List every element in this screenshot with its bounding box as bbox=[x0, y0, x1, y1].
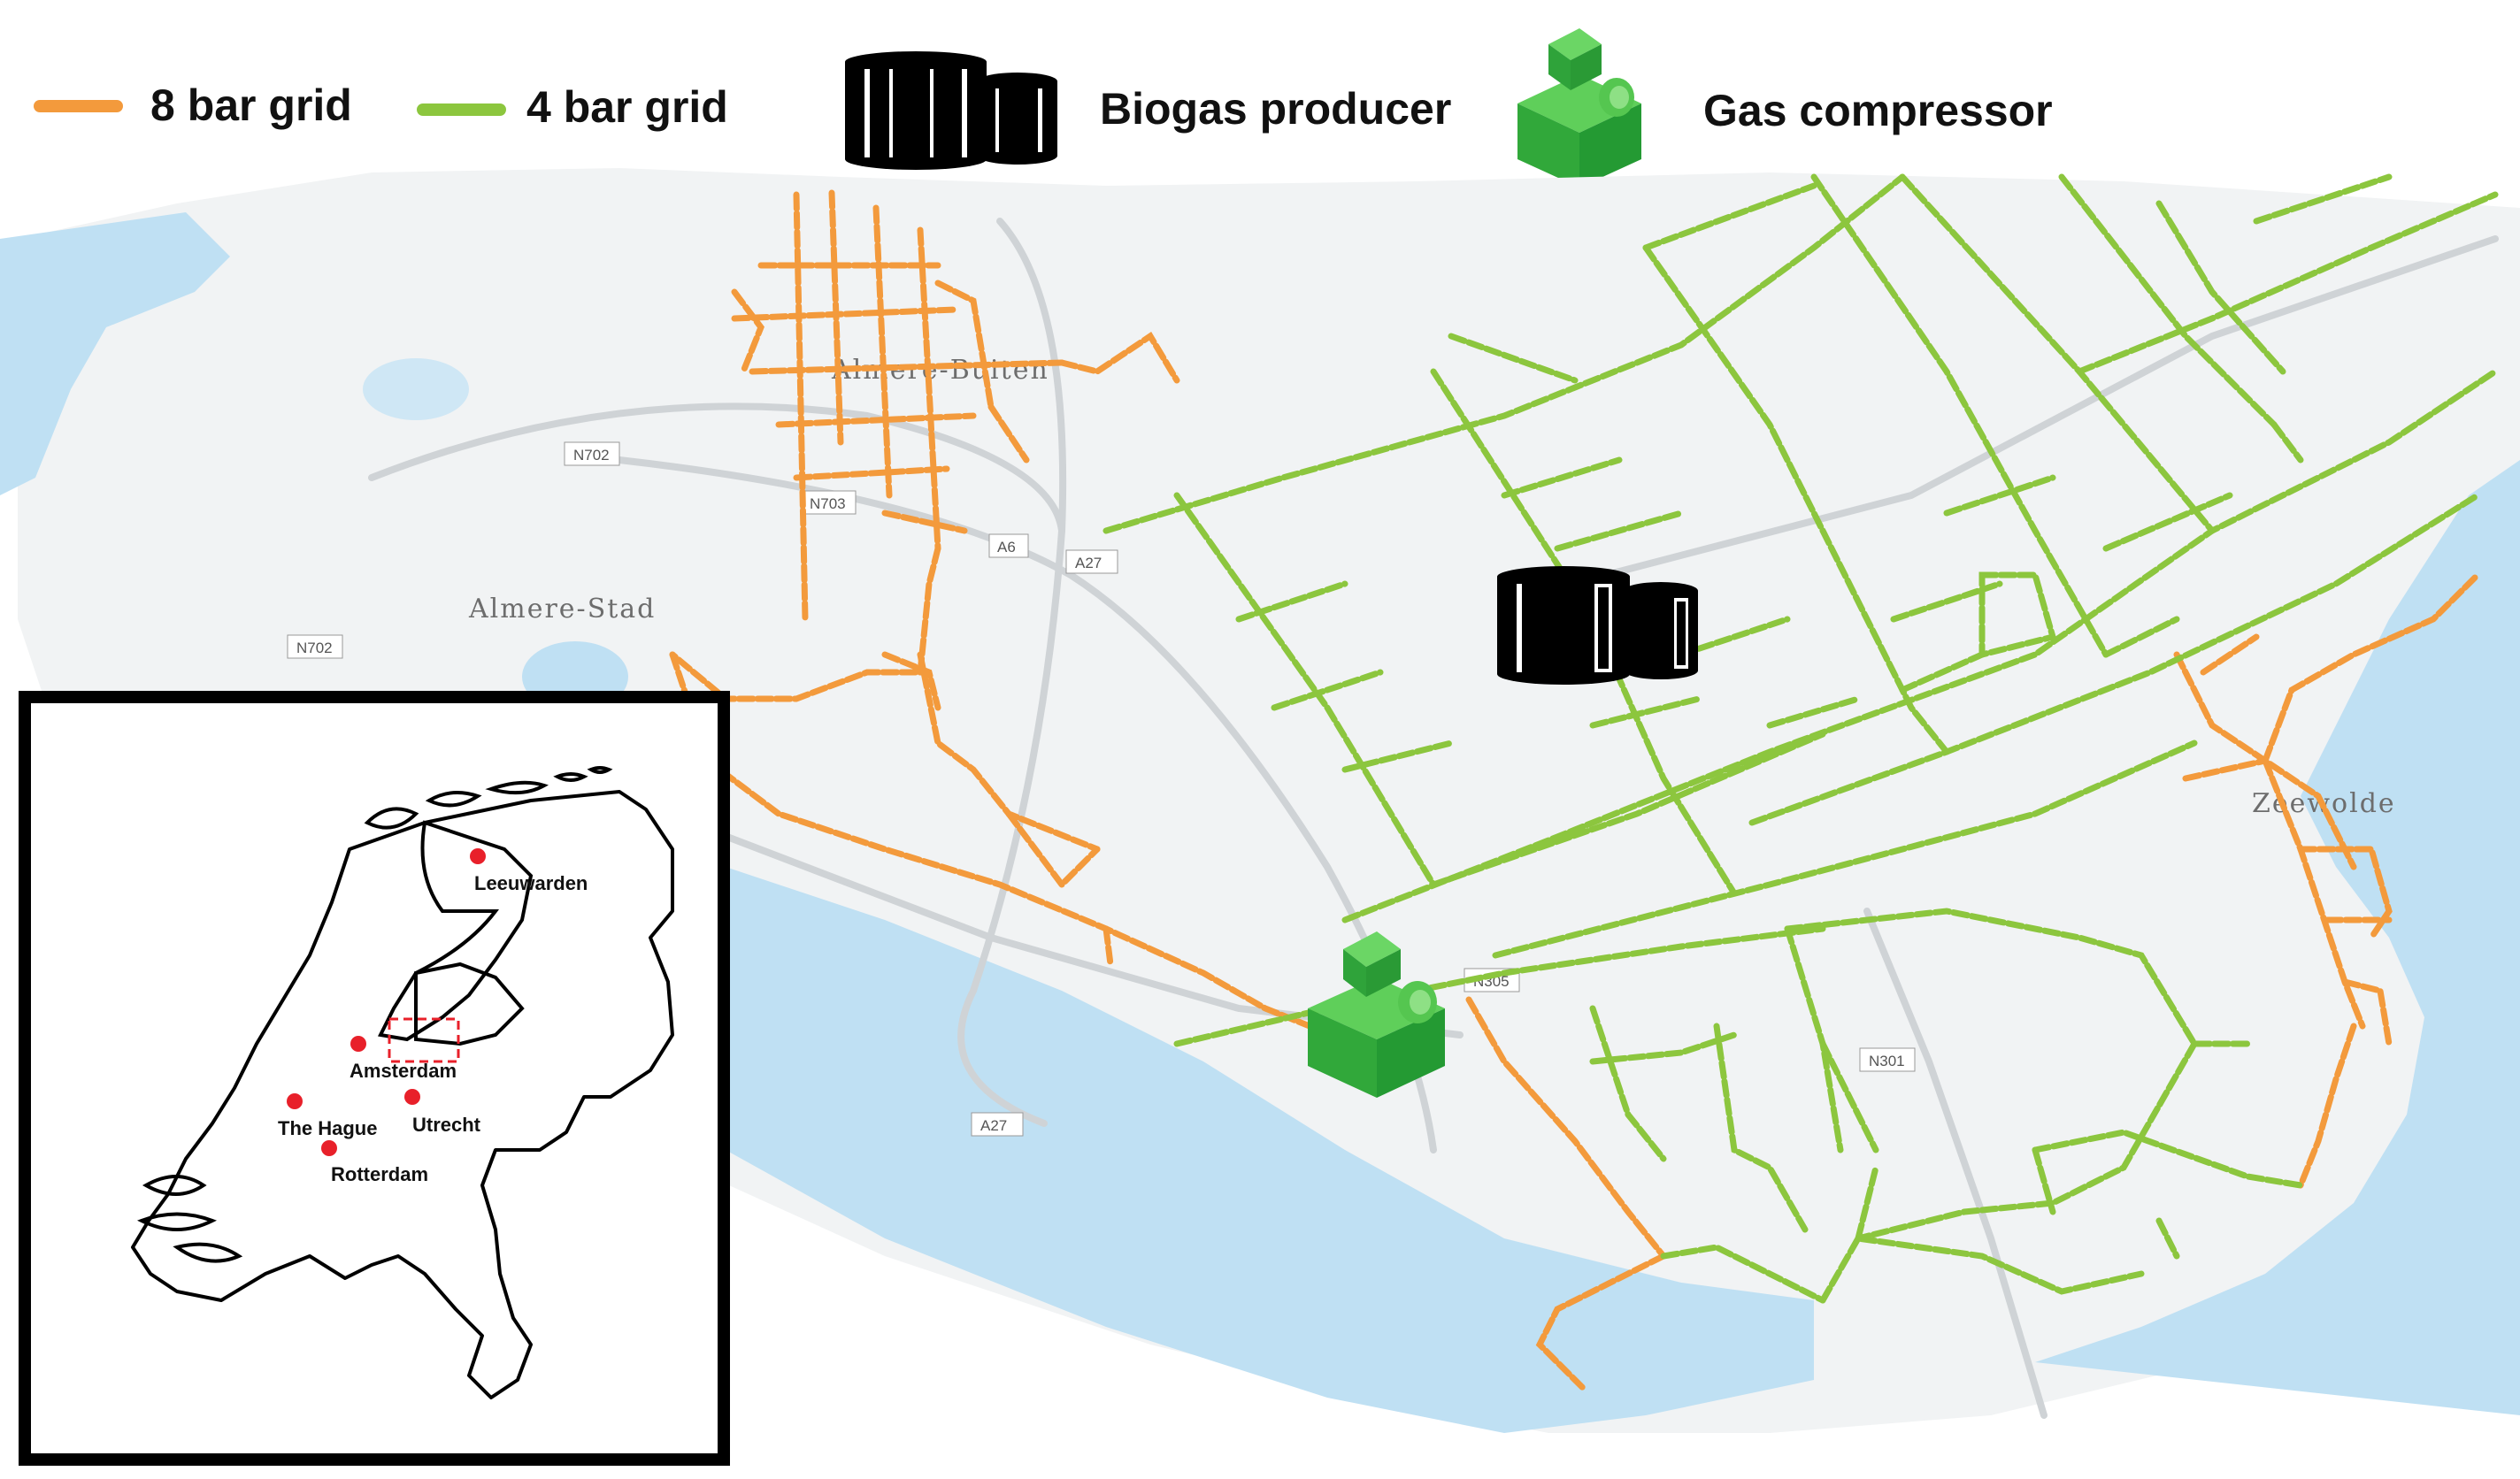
legend-compressor-label: Gas compressor bbox=[1703, 86, 2053, 135]
biogas-producer-marker bbox=[1497, 566, 1698, 685]
biogas-tank-icon bbox=[845, 51, 1057, 170]
legend: 8 bar grid 4 bar grid Biogas producer bbox=[34, 28, 2053, 188]
city-label-leeuwarden: Leeuwarden bbox=[474, 872, 588, 894]
water-south bbox=[726, 867, 1814, 1433]
grid-4bar-network bbox=[1102, 173, 2499, 1304]
water-north bbox=[0, 212, 230, 495]
city-marker-rotterdam bbox=[321, 1140, 337, 1156]
road-n301 bbox=[1863, 908, 2048, 1419]
road-shield-a27-bottom: A27 bbox=[971, 1112, 1024, 1137]
svg-text:A6: A6 bbox=[997, 539, 1016, 556]
svg-text:N301: N301 bbox=[1869, 1053, 1905, 1069]
wadden-islands bbox=[364, 766, 613, 830]
legend-8bar-label: 8 bar grid bbox=[150, 80, 352, 130]
road-shield-n702-a: N702 bbox=[564, 441, 620, 466]
city-label-the-hague: The Hague bbox=[278, 1117, 377, 1139]
city-marker-leeuwarden bbox=[470, 848, 486, 864]
netherlands-inset: Leeuwarden Amsterdam The Hague Utrecht R… bbox=[19, 691, 730, 1466]
road-shield-a6: A6 bbox=[988, 533, 1029, 558]
road-shield-n703: N703 bbox=[800, 490, 857, 515]
legend-biogas-label: Biogas producer bbox=[1100, 84, 1451, 134]
road-a27 bbox=[957, 218, 1067, 1127]
road-ring bbox=[368, 402, 1065, 534]
city-label-utrecht: Utrecht bbox=[412, 1114, 481, 1136]
svg-text:N702: N702 bbox=[296, 640, 333, 656]
svg-text:N702: N702 bbox=[573, 447, 610, 464]
gas-compressor-marker bbox=[1308, 931, 1445, 1098]
lake-noorderplassen bbox=[363, 358, 469, 420]
svg-text:A27: A27 bbox=[1075, 555, 1102, 571]
svg-text:A27: A27 bbox=[980, 1117, 1007, 1134]
svg-text:N703: N703 bbox=[810, 495, 846, 512]
road-diagonal bbox=[1501, 235, 2499, 605]
road-shield-n301: N301 bbox=[1859, 1047, 1916, 1072]
flevoland-outline bbox=[414, 962, 525, 1046]
legend-4bar-label: 4 bar grid bbox=[526, 82, 728, 132]
water-east bbox=[2035, 460, 2520, 1415]
city-marker-amsterdam bbox=[350, 1036, 366, 1052]
place-almere-stad: Almere-Stad bbox=[468, 594, 656, 625]
city-marker-utrecht bbox=[404, 1089, 420, 1105]
ijsselmeer-outline bbox=[378, 820, 534, 1042]
road-shield-a27-top: A27 bbox=[1065, 549, 1118, 574]
zeeland-islands bbox=[136, 1175, 243, 1263]
gas-compressor-icon bbox=[1517, 28, 1641, 188]
city-label-amsterdam: Amsterdam bbox=[350, 1060, 457, 1082]
road-shield-n702-b: N702 bbox=[287, 634, 343, 659]
city-label-rotterdam: Rotterdam bbox=[331, 1163, 428, 1185]
study-area-box bbox=[388, 1017, 460, 1063]
city-marker-the-hague bbox=[287, 1093, 303, 1109]
grid-8bar-network bbox=[669, 189, 2481, 1392]
